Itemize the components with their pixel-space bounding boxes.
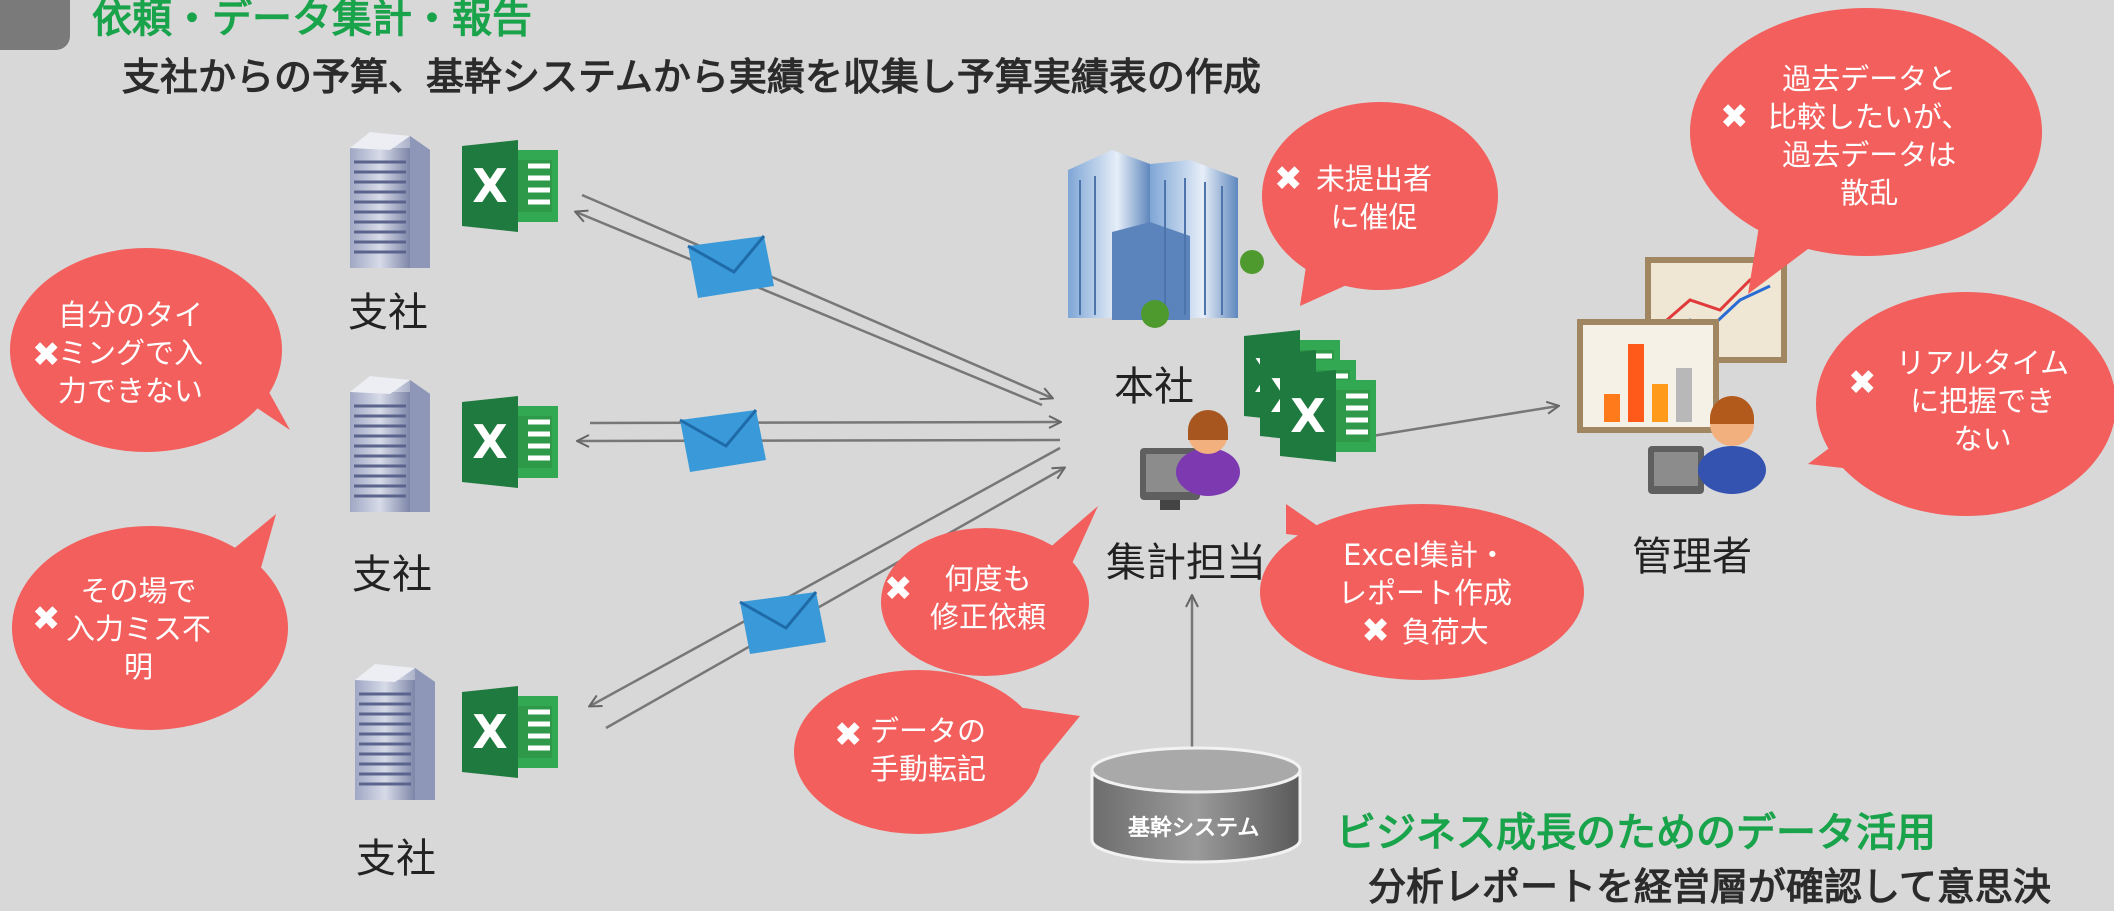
bubble-line-text: 負荷大 [1401, 615, 1489, 649]
corner-tab [0, 0, 70, 50]
bubble-fix-request: ✖ 何度も 修正依頼 [884, 560, 1047, 636]
bubble-line: ✖ 負荷大 [1338, 612, 1512, 651]
bubble-line: ミングで入 [58, 336, 204, 370]
bubble-line: データの [870, 714, 987, 748]
mail-icon-3 [738, 590, 828, 656]
bubble-line: その場で [80, 574, 197, 608]
bubble-realtime: ✖ リアルタイム に把握でき ない [1848, 344, 2070, 458]
bubble-line: 未提出者 [1316, 162, 1433, 196]
bubble-line: 比較したいが、 [1768, 100, 1971, 134]
bubble-timing: ✖ 自分のタイ ミングで入 力できない [32, 296, 204, 410]
bubble-line: ない [1953, 422, 2012, 456]
footer-title: ビジネス成長のためのデータ活用 [1336, 810, 1936, 856]
bubble-line: レポート作成 [1338, 576, 1513, 610]
branch-building-icon-1 [348, 130, 432, 270]
cross-icon: ✖ [1848, 363, 1877, 403]
operator-person-icon [1140, 410, 1240, 510]
branch-building-icon-3 [353, 662, 437, 802]
cross-icon: ✖ [32, 335, 61, 375]
manager-label: 管理者 [1632, 534, 1752, 580]
manager-person-icon [1648, 396, 1766, 494]
page-title: 依頼・データ集計・報告 [92, 0, 532, 42]
bubble-line: 明 [124, 650, 154, 684]
page-subtitle: 支社からの予算、基幹システムから実績を収集し予算実績表の作成 [122, 55, 1261, 99]
database-icon [1090, 746, 1302, 864]
speech-bubbles [10, 8, 2114, 834]
excel-icon-2 [462, 396, 558, 488]
branch-label-3: 支社 [356, 836, 436, 882]
bubble-line: 自分のタイ [58, 298, 204, 332]
cross-icon: ✖ [32, 599, 61, 639]
bubble-line: 過去データと [1782, 62, 1957, 96]
bubble-excel-work: Excel集計・ レポート作成 ✖ 負荷大 [1338, 536, 1512, 651]
bubble-line: 過去データは [1782, 138, 1957, 172]
bubble-input-error: ✖ その場で 入力ミス不 明 [32, 572, 212, 686]
excel-icon-1 [462, 140, 558, 232]
bubble-line: Excel集計・ [1343, 538, 1507, 572]
bubble-line: に催促 [1330, 200, 1418, 234]
chart-board-icon [1577, 257, 1787, 433]
bubble-past-data: ✖ 過去データと 比較したいが、 過去データは 散乱 [1720, 60, 1971, 212]
footer-subtitle: 分析レポートを経営層が確認して意思決 [1368, 865, 2051, 909]
bubble-line: リアルタイム [1896, 346, 2070, 380]
connectors [576, 193, 1558, 750]
branch-label-1: 支社 [348, 290, 428, 336]
bubble-line: 入力ミス不 [66, 612, 212, 646]
bubble-manual-transfer: ✖ データの 手動転記 [834, 712, 987, 788]
bubble-line: 力できない [58, 374, 204, 408]
cross-icon: ✖ [1274, 159, 1303, 199]
bubble-line: 手動転記 [870, 752, 987, 786]
core-system-label: 基幹システム [1128, 816, 1260, 841]
cross-icon: ✖ [834, 715, 863, 755]
head-office-label: 本社 [1114, 364, 1194, 410]
branch-label-2: 支社 [352, 552, 432, 598]
cross-icon: ✖ [1720, 97, 1749, 137]
aggregator-label: 集計担当 [1106, 540, 1266, 586]
bubble-line: 散乱 [1840, 176, 1899, 210]
bubble-line: に把握でき [1910, 384, 2056, 418]
branch-building-icon-2 [348, 374, 432, 514]
cross-icon: ✖ [884, 569, 913, 609]
excel-stack-icon-3 [1280, 370, 1376, 462]
bubble-reminder: ✖ 未提出者 に催促 [1274, 160, 1433, 236]
mail-icon-2 [678, 408, 768, 474]
bubble-line: 何度も [944, 562, 1032, 596]
cross-icon: ✖ [1361, 611, 1402, 651]
bubble-line: 修正依頼 [930, 600, 1047, 634]
excel-icon-3 [462, 686, 558, 778]
head-office-building-icon [1068, 150, 1264, 328]
